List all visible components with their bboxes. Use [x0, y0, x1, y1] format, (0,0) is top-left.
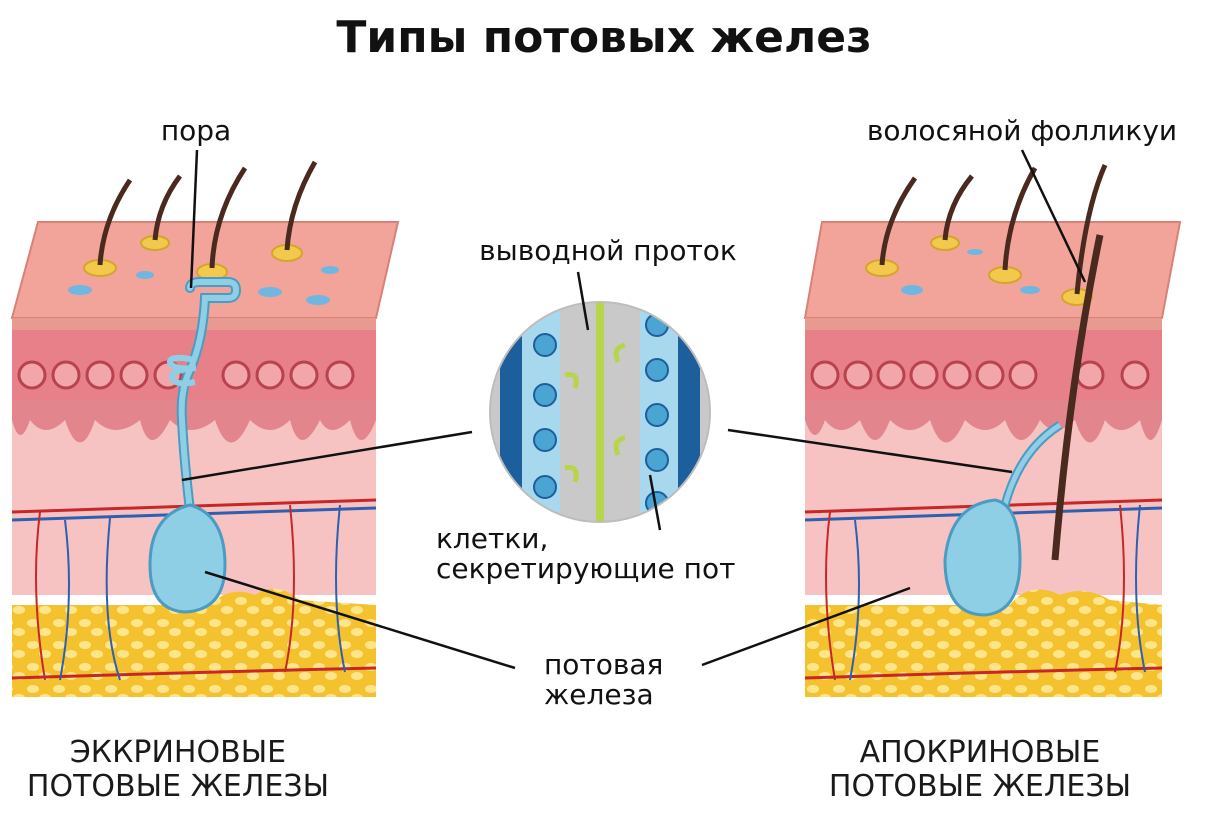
caption-eccrine-2: ПОТОВЫЕ ЖЕЛЕЗЫ — [27, 769, 329, 804]
label-sweat-gland-2: железа — [544, 678, 654, 711]
hairs-right — [865, 163, 1108, 306]
page-title: Типы потовых желез — [336, 12, 871, 63]
label-pore: пора — [161, 114, 231, 147]
label-secreting-cells-1: клетки, — [436, 522, 548, 555]
epidermis-cells-right — [810, 360, 1150, 390]
label-hair-follicle: волосяной фолликуи — [867, 114, 1177, 147]
caption-eccrine-1: ЭККРИНОВЫЕ — [70, 735, 286, 770]
magnified-duct — [489, 301, 711, 523]
apocrine-skin-block — [803, 163, 1182, 697]
hair-follicle-shaft — [1051, 234, 1104, 561]
label-secreting-cells-2: секретирующие пот — [436, 552, 735, 585]
caption-apocrine-2: ПОТОВЫЕ ЖЕЛЕЗЫ — [829, 769, 1131, 804]
label-sweat-gland-1: потовая — [544, 648, 663, 681]
apocrine-sweat-gland — [943, 421, 1063, 617]
hairs-left — [83, 160, 318, 281]
caption-apocrine-1: АПОКРИНОВЫЕ — [860, 735, 1101, 770]
eccrine-skin-block — [10, 160, 400, 697]
leader-lines — [181, 149, 1087, 670]
eccrine-sweat-gland — [148, 277, 242, 614]
epidermis-cells-left — [17, 360, 355, 390]
secreting-cells — [533, 313, 669, 515]
label-excretory-duct: выводной проток — [479, 234, 737, 267]
